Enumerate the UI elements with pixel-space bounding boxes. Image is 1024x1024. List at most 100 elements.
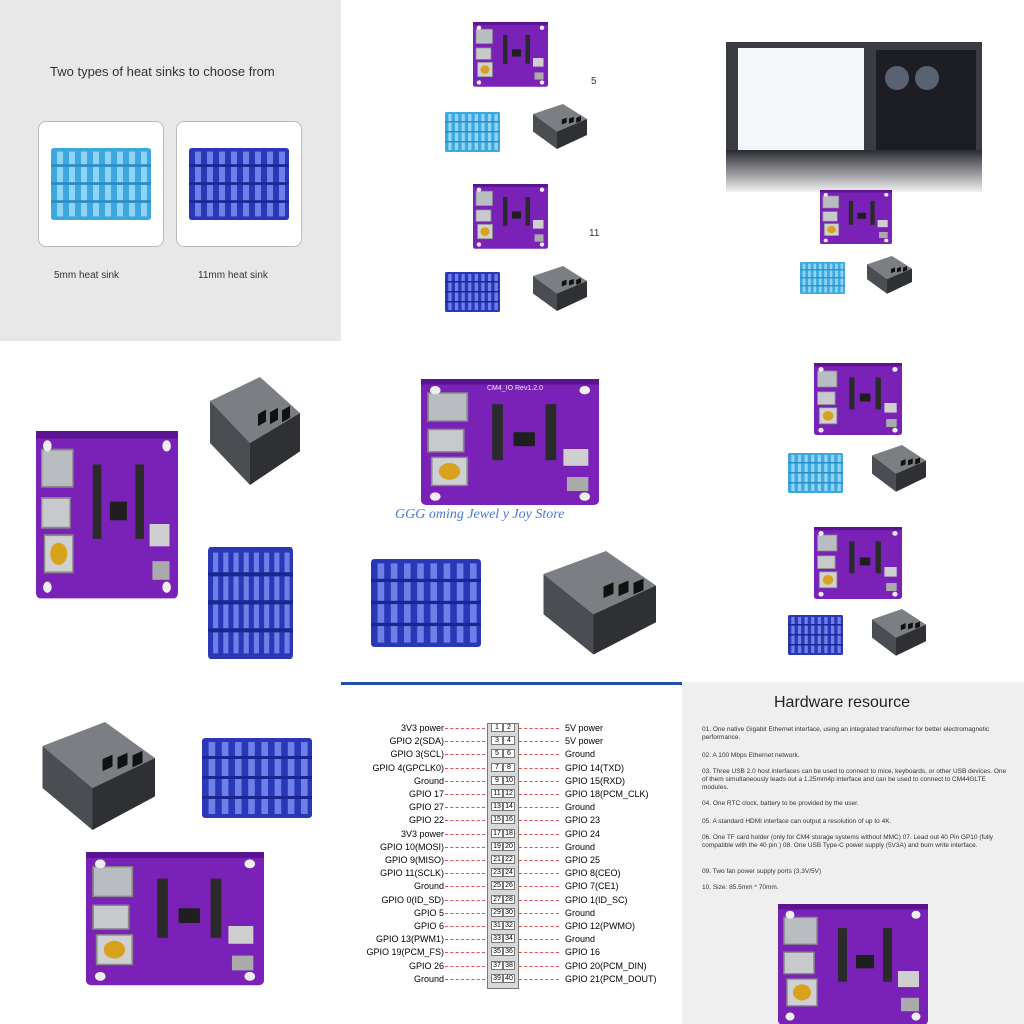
pin-left-label: GPIO 10(MOSI) bbox=[379, 841, 444, 852]
product-variants-panel bbox=[682, 341, 1024, 682]
pin-left-line bbox=[445, 833, 485, 835]
pin-left-line bbox=[445, 820, 485, 822]
pin-right-label: GPIO 25 bbox=[565, 855, 601, 865]
pin-right-label: GPIO 20(PCM_DIN) bbox=[565, 960, 647, 971]
heatsink-5mm-image bbox=[51, 148, 151, 220]
heatsink-11mm-label: 11mm heat sink bbox=[198, 270, 268, 281]
pin-right-label: GPIO 8(CEO) bbox=[565, 868, 621, 879]
pin-even-number: 4 bbox=[503, 736, 515, 746]
pin-even-number: 6 bbox=[503, 749, 515, 759]
pin-odd-number: 27 bbox=[491, 894, 503, 904]
variant-panel: 5 11 bbox=[341, 0, 682, 341]
pin-left-line bbox=[445, 794, 485, 795]
heatsink-choice-panel: Two types of heat sinks to choose from 5… bbox=[0, 0, 341, 341]
pin-right-label: Ground bbox=[565, 749, 596, 760]
pin-even-number: 8 bbox=[503, 762, 515, 772]
pin-odd-number: 25 bbox=[491, 881, 503, 891]
pin-right-label: GPIO 16 bbox=[565, 947, 601, 958]
hardware-item: 03. Three USB 2.0 host interfaces can be… bbox=[702, 768, 1007, 791]
pin-even-number: 22 bbox=[503, 855, 515, 864]
board-silkscreen: CM4_IO Rev1.2.0 bbox=[487, 385, 544, 392]
pin-odd-number: 11 bbox=[491, 789, 503, 798]
pin-odd-number: 35 bbox=[491, 947, 503, 957]
pin-even-number: 40 bbox=[503, 973, 515, 983]
pin-left-label: GPIO 17 bbox=[408, 789, 444, 799]
pin-right-label: GPIO 12(PWMO) bbox=[565, 921, 636, 931]
pin-odd-number: 1 bbox=[491, 723, 503, 732]
pin-left-label: 3V3 power bbox=[400, 828, 444, 839]
pin-left-line bbox=[445, 965, 485, 967]
pin-odd-number: 37 bbox=[491, 960, 503, 970]
pin-odd-number: 17 bbox=[491, 828, 503, 838]
pin-even-number: 38 bbox=[503, 960, 515, 970]
pin-odd-number: 33 bbox=[491, 934, 503, 944]
variant-5-label: 5 bbox=[591, 76, 597, 87]
pin-odd-number: 5 bbox=[491, 749, 503, 759]
store-watermark: GGG oming Jewel y Joy Store bbox=[395, 507, 565, 522]
pin-left-line bbox=[445, 899, 485, 901]
product-set-images-1 bbox=[35, 377, 300, 659]
pin-right-line bbox=[519, 794, 559, 795]
pin-right-label: GPIO 23 bbox=[565, 815, 601, 826]
pin-even-number: 24 bbox=[503, 868, 515, 878]
pin-right-line bbox=[519, 846, 559, 848]
pin-right-label: Ground bbox=[565, 907, 596, 918]
hardware-item: 04. One RTC clock, battery to be provide… bbox=[702, 800, 859, 807]
pin-right-label: GPIO 18(PCM_CLK) bbox=[565, 789, 649, 799]
variant-11-label: 11 bbox=[589, 228, 600, 239]
pin-left-line bbox=[445, 780, 485, 782]
pin-right-label: 5V power bbox=[565, 736, 604, 747]
pin-left-line bbox=[445, 939, 485, 941]
hardware-item: 01. One native Gigabit Ethernet interfac… bbox=[702, 726, 990, 741]
pin-right-label: GPIO 7(CE1) bbox=[565, 881, 619, 892]
product-set-images-2 bbox=[42, 722, 312, 987]
pin-left-line bbox=[445, 728, 485, 729]
pin-right-line bbox=[519, 886, 559, 888]
pin-odd-number: 9 bbox=[491, 775, 503, 785]
pin-left-label: GPIO 13(PWM1) bbox=[375, 934, 444, 945]
pin-even-number: 20 bbox=[503, 841, 515, 851]
pin-right-line bbox=[519, 728, 559, 729]
hardware-item: 09. Two fan power supply ports (3.3V/5V) bbox=[702, 868, 822, 875]
pin-right-label: GPIO 1(ID_SC) bbox=[565, 894, 628, 905]
product-variants-images bbox=[788, 362, 926, 656]
pin-even-number: 12 bbox=[503, 789, 515, 798]
hardware-board-image bbox=[777, 903, 929, 1024]
pin-left-label: Ground bbox=[413, 775, 444, 786]
heatsink-11mm-card bbox=[176, 121, 302, 247]
pin-right-line bbox=[519, 873, 559, 875]
pin-left-line bbox=[445, 846, 485, 848]
heatsink-choice-title: Two types of heat sinks to choose from bbox=[50, 64, 275, 79]
pin-left-line bbox=[445, 978, 485, 980]
pin-left-label: GPIO 22 bbox=[408, 815, 444, 826]
pin-right-label: GPIO 24 bbox=[565, 828, 601, 839]
pin-right-line bbox=[519, 754, 559, 756]
hardware-item: 02. A 100 Mbps Ethernet network. bbox=[702, 752, 800, 759]
pin-odd-number: 15 bbox=[491, 815, 503, 825]
setup-panel bbox=[682, 0, 1024, 341]
pin-odd-number: 3 bbox=[491, 736, 503, 746]
pin-left-line bbox=[445, 886, 485, 888]
pin-odd-number: 21 bbox=[491, 855, 503, 864]
variant-images bbox=[445, 21, 587, 312]
pin-left-line bbox=[445, 741, 485, 743]
pin-left-line bbox=[445, 873, 485, 875]
pin-left-label: GPIO 0(ID_SD) bbox=[381, 894, 444, 905]
pin-right-line bbox=[519, 952, 559, 954]
pin-even-number: 28 bbox=[503, 894, 515, 904]
